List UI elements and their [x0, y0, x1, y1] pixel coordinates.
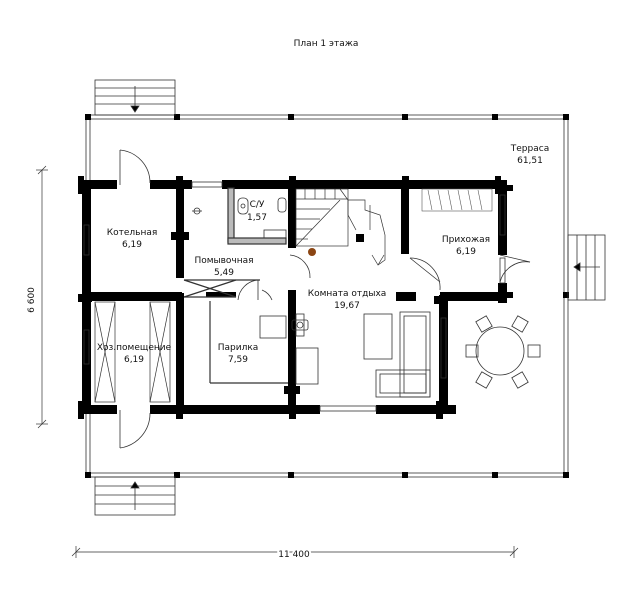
- room-name-utility: Хоз.помещение: [97, 343, 172, 353]
- room-area-lounge: 19,67: [334, 301, 360, 311]
- room-area-washroom: 5,49: [214, 268, 234, 278]
- room-name-steam-room: Парилка: [218, 343, 259, 353]
- dimension-width: [71, 546, 519, 558]
- terrace-table: [465, 315, 541, 389]
- room-name-hallway: Прихожая: [442, 235, 490, 245]
- doors: [119, 149, 531, 449]
- plan-title: План 1 этажа: [294, 39, 359, 49]
- room-name-terrace: Терраса: [510, 144, 549, 154]
- room-labels: Терраса 61,51 Котельная 6,19 С/У 1,57 По…: [97, 144, 549, 365]
- sauna-fixtures: [259, 313, 319, 385]
- room-area-steam-room: 7,59: [228, 355, 248, 365]
- bathroom-fixtures: [192, 197, 287, 239]
- room-name-boiler: Котельная: [107, 228, 158, 238]
- room-area-utility: 6,19: [124, 355, 144, 365]
- room-area-boiler: 6,19: [122, 240, 142, 250]
- log-stubs: [78, 176, 513, 419]
- dimension-width-label: 11 400: [278, 550, 310, 560]
- room-name-wc: С/У: [250, 200, 265, 210]
- dimension-height-label: 6 600: [27, 287, 37, 313]
- lounge-furniture: [363, 311, 431, 398]
- right-steps: [567, 234, 606, 301]
- bottom-steps: [94, 476, 176, 516]
- room-name-washroom: Помывочная: [194, 256, 253, 266]
- top-steps: [94, 79, 176, 116]
- storage-shelves: [94, 301, 171, 403]
- room-name-lounge: Комната отдыха: [308, 289, 387, 299]
- room-area-hallway: 6,19: [456, 247, 476, 257]
- wardrobe-hatch: [421, 188, 493, 212]
- interior-walls: [82, 188, 506, 408]
- room-area-terrace: 61,51: [517, 156, 543, 166]
- room-area-wc: 1,57: [247, 213, 267, 223]
- terrace-posts: [85, 114, 569, 478]
- dimension-height: [36, 165, 48, 429]
- staircase: [295, 188, 386, 266]
- partitions: [183, 187, 288, 384]
- windows: [83, 181, 506, 412]
